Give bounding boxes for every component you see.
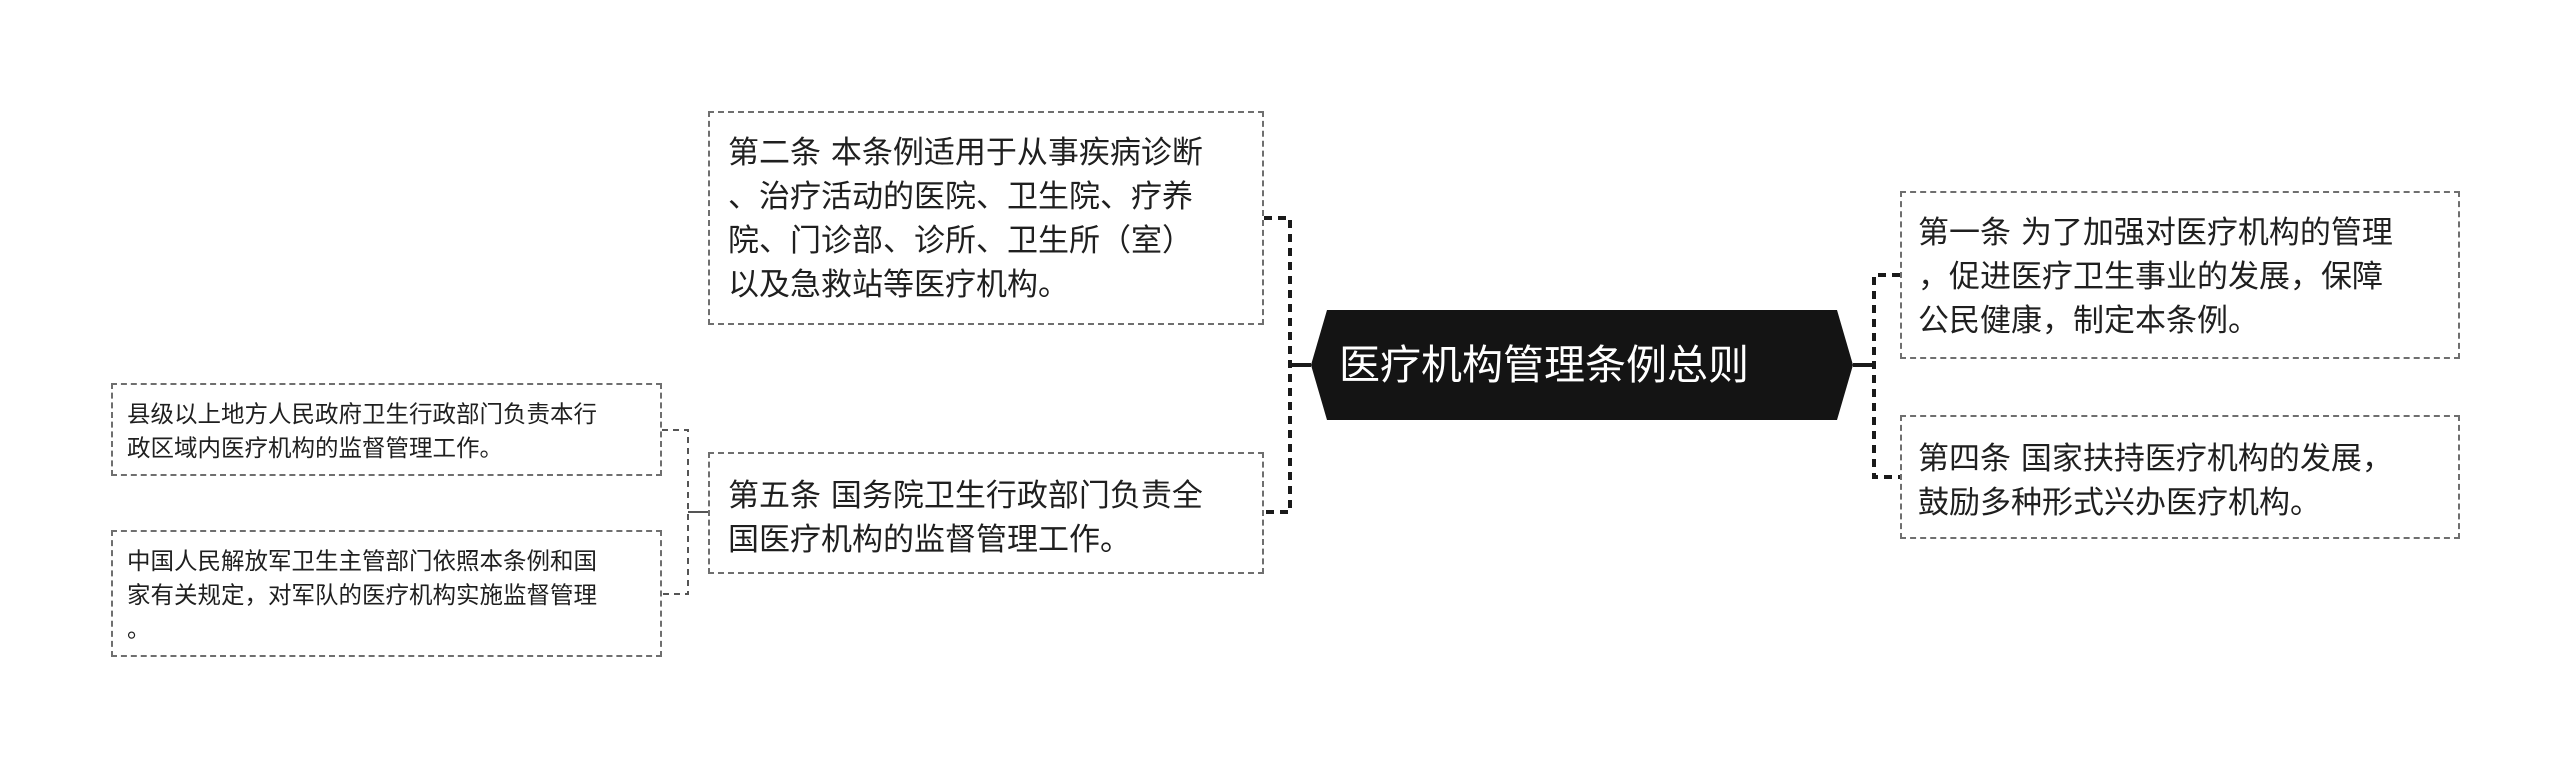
root-node[interactable]: 医疗机构管理条例总则: [1311, 310, 1853, 420]
node-article-5[interactable]: 第五条 国务院卫生行政部门负责全 国医疗机构的监督管理工作。: [708, 452, 1264, 574]
node-local-supervision[interactable]: 县级以上地方人民政府卫生行政部门负责本行 政区域内医疗机构的监督管理工作。: [111, 383, 662, 476]
node-military-supervision-text: 中国人民解放军卫生主管部门依照本条例和国 家有关规定，对军队的医疗机构实施监督管…: [127, 547, 597, 643]
root-node-shape: [1311, 310, 1853, 420]
node-article-1-text: 第一条 为了加强对医疗机构的管理 ，促进医疗卫生事业的发展，保障 公民健康，制定…: [1918, 215, 2393, 339]
node-local-supervision-text: 县级以上地方人民政府卫生行政部门负责本行 政区域内医疗机构的监督管理工作。: [127, 400, 597, 462]
node-article-2[interactable]: 第二条 本条例适用于从事疾病诊断 、治疗活动的医院、卫生院、疗养 院、门诊部、诊…: [708, 111, 1264, 325]
node-article-2-text: 第二条 本条例适用于从事疾病诊断 、治疗活动的医院、卫生院、疗养 院、门诊部、诊…: [728, 135, 1203, 303]
node-article-1[interactable]: 第一条 为了加强对医疗机构的管理 ，促进医疗卫生事业的发展，保障 公民健康，制定…: [1900, 191, 2460, 359]
connector-article5-children: [662, 429, 689, 595]
node-military-supervision[interactable]: 中国人民解放军卫生主管部门依照本条例和国 家有关规定，对军队的医疗机构实施监督管…: [111, 530, 662, 657]
root-title: 医疗机构管理条例总则: [1339, 341, 1749, 389]
connector-right-bracket: [1872, 273, 1900, 479]
node-article-4[interactable]: 第四条 国家扶持医疗机构的发展， 鼓励多种形式兴办医疗机构。: [1900, 415, 2460, 539]
node-article-5-text: 第五条 国务院卫生行政部门负责全 国医疗机构的监督管理工作。: [728, 478, 1203, 558]
node-article-4-text: 第四条 国家扶持医疗机构的发展， 鼓励多种形式兴办医疗机构。: [1918, 441, 2393, 521]
connector-left-bracket: [1264, 216, 1292, 514]
